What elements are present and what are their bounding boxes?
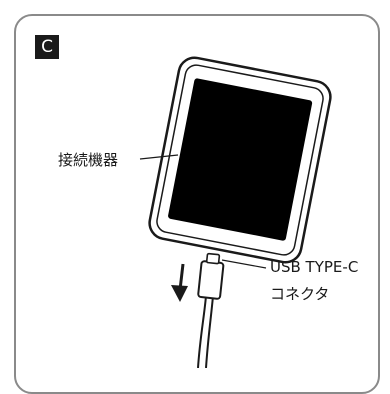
cable-left-wire [197, 295, 207, 368]
connector-label-line2: コネクタ [270, 285, 330, 303]
tablet-screen [168, 78, 313, 241]
usb-c-connector [197, 252, 225, 300]
connector-label-line1: USB TYPE-C [270, 258, 359, 276]
diagram-illustration [139, 56, 332, 368]
down-arrow-icon [171, 263, 188, 302]
device-label: 接続機器 [58, 151, 119, 169]
tablet-inner-frame [156, 64, 324, 256]
step-badge: C [35, 35, 59, 59]
arrow-head [171, 285, 188, 302]
connector-leader-line [221, 259, 267, 269]
device-leader-line [139, 154, 179, 160]
tablet-device [148, 56, 332, 264]
connector-plug-tip [205, 252, 221, 265]
cable-right-wire [205, 295, 214, 368]
connector-housing [197, 260, 225, 300]
